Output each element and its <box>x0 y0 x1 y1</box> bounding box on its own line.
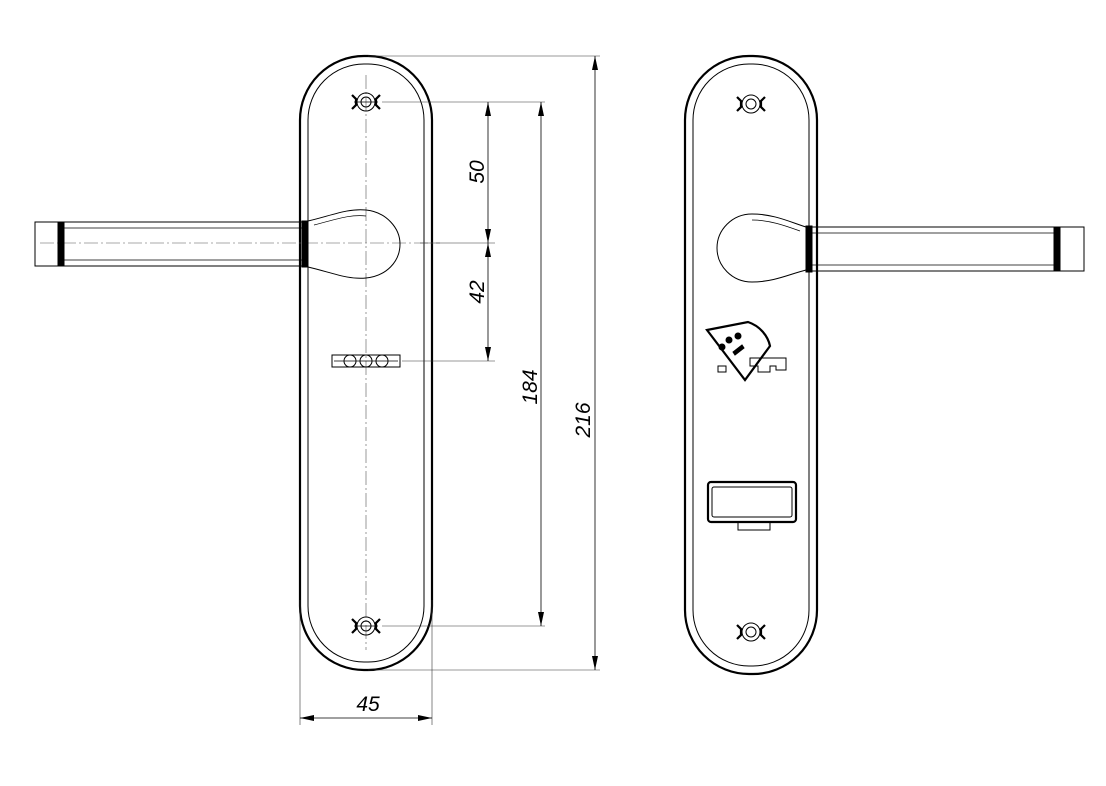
dimension-45: 45 <box>300 693 432 721</box>
dimension-label-50: 50 <box>466 160 489 184</box>
dimension-label-42: 42 <box>466 280 489 304</box>
thumb-turn-icon <box>706 480 798 531</box>
screw-icon <box>736 622 766 642</box>
right-view <box>683 54 1085 676</box>
left-lever-handle <box>34 209 401 279</box>
dimension-label-184: 184 <box>519 369 542 404</box>
dimension-216: 216 <box>572 56 598 670</box>
screw-icon <box>351 616 381 636</box>
dimension-42: 42 <box>466 243 491 361</box>
dimension-184: 184 <box>519 102 544 626</box>
screw-icon <box>351 92 381 112</box>
left-backplate <box>298 54 434 672</box>
key-and-lock-icon <box>705 320 787 382</box>
dimension-label-45: 45 <box>356 693 380 716</box>
keyhole-icon <box>331 354 401 368</box>
screw-icon <box>736 94 766 114</box>
right-lever-handle <box>716 213 1085 283</box>
dimension-label-216: 216 <box>572 402 595 438</box>
right-backplate <box>683 54 819 676</box>
dimension-50: 50 <box>466 102 491 243</box>
left-view: 50 42 184 216 45 <box>34 54 600 725</box>
